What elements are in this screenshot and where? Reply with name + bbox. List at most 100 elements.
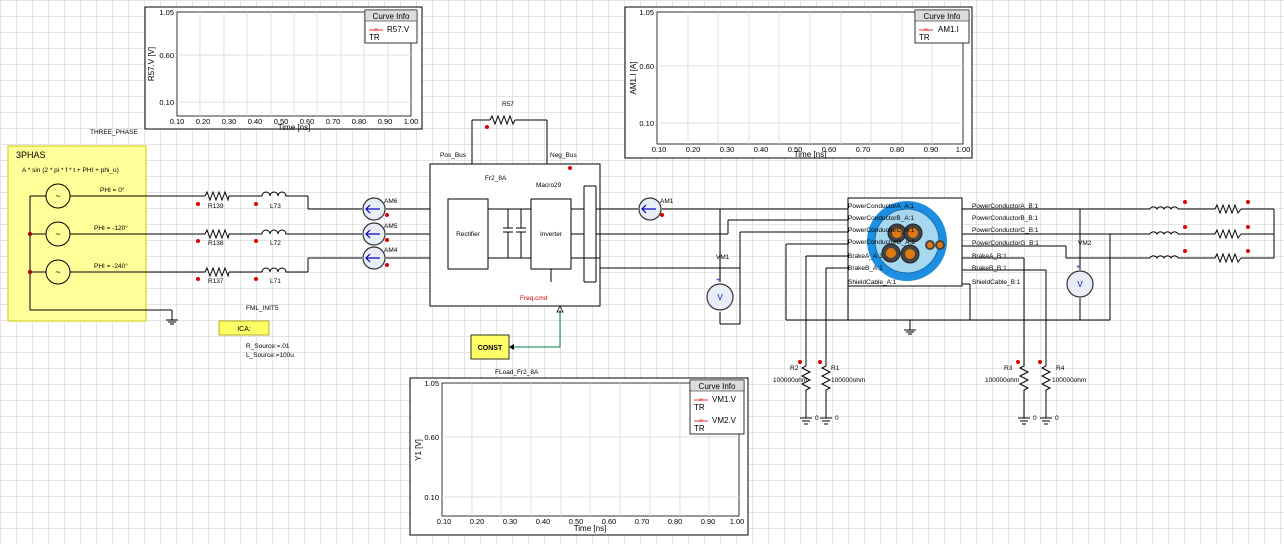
- probe-dot: [1246, 225, 1250, 229]
- cable-port-left: BrakeB_A:1: [848, 265, 883, 272]
- probe-dot: [1183, 225, 1187, 229]
- arrow-icon: [365, 204, 371, 214]
- xtick: 0.20: [686, 145, 701, 154]
- legend-title: Curve Info: [699, 382, 736, 391]
- plot-am1[interactable]: 1.05 0.60 0.10 0.10 0.20 0.30 0.40 0.50 …: [624, 6, 973, 159]
- inductor-label: L72: [270, 240, 281, 247]
- voltmeter-v-icon: V: [1077, 280, 1083, 289]
- xtick: 0.20: [470, 517, 485, 526]
- resistor-r2[interactable]: R2 100000ohm 0: [773, 360, 819, 425]
- arrow-icon: [365, 253, 371, 263]
- xtick: 0.40: [536, 517, 551, 526]
- drive-label: Fr2_8A: [485, 175, 507, 182]
- probe-dot: [568, 166, 572, 170]
- inductor-l72[interactable]: L72: [254, 229, 288, 247]
- ammeter-am6[interactable]: AM6: [362, 197, 398, 221]
- load-inductors[interactable]: [1149, 200, 1187, 260]
- voltmeter-label: VM1: [716, 254, 730, 261]
- const-label: CONST: [478, 345, 503, 352]
- r57-label: R57: [502, 101, 514, 108]
- inductor-l73[interactable]: L73: [254, 191, 288, 210]
- resistor-r57[interactable]: R57: [471, 101, 548, 164]
- conductor-core: [908, 228, 918, 238]
- y-axis-title: R57.V [V]: [147, 47, 156, 81]
- phase-label: PHI = -120°: [94, 224, 128, 232]
- probe-dot: [385, 238, 389, 242]
- plot-am1-legend[interactable]: Curve Info × AM1.I TR: [914, 9, 970, 44]
- ammeter-label: AM5: [384, 223, 398, 230]
- resistor-r1[interactable]: R1 100000ohm 0: [818, 360, 865, 425]
- xtick: 0.70: [635, 517, 650, 526]
- probe-dot: [254, 202, 258, 206]
- ground-node-label: 0: [1033, 415, 1037, 422]
- resistor-value: 100000ohm: [773, 377, 807, 384]
- ammeter-am1[interactable]: AM1: [638, 197, 674, 221]
- probe-dot: [254, 239, 258, 243]
- plot-y1-legend[interactable]: Curve Info × VM1.V TR × VM2.V TR: [689, 379, 745, 435]
- cable-port-right: ShieldCable_B:1: [972, 279, 1021, 286]
- ytick: 0.10: [424, 493, 439, 502]
- plus-icon: +: [716, 277, 720, 284]
- sine-icon: ~: [55, 229, 60, 239]
- legend-item-sub: TR: [694, 424, 705, 433]
- plot-y1[interactable]: 1.05 0.60 0.10 0.10 0.20 0.30 0.40 0.50 …: [409, 377, 749, 536]
- fml-init-title: FML_INIT5: [246, 305, 279, 312]
- x-axis-title: Time [ns]: [794, 150, 827, 159]
- const-block[interactable]: CONST: [470, 334, 510, 360]
- xtick: 0.80: [890, 145, 905, 154]
- ytick: 0.10: [639, 119, 654, 128]
- source-internal-wiring: [29, 195, 178, 325]
- fload-label: FLoad_Fr2_8A: [495, 369, 539, 376]
- xtick: 0.60: [822, 145, 837, 154]
- ground-node-label: 0: [1055, 415, 1059, 422]
- voltmeter-vm1[interactable]: V + VM1: [706, 254, 734, 311]
- plot-y1-area: [441, 382, 740, 517]
- resistor-r138[interactable]: R138: [196, 228, 230, 247]
- x-axis-title: Time [ns]: [278, 123, 311, 132]
- y-axis-title: Y1 [V]: [414, 439, 423, 461]
- xtick: 0.80: [352, 117, 367, 126]
- legend-item: VM2.V: [712, 416, 737, 425]
- ammeter-am4[interactable]: AM4: [362, 246, 398, 270]
- three-phase-source[interactable]: 3PHAS A * sin (2 * pi * f * t + PHI + ph…: [7, 145, 178, 325]
- resistor-r137[interactable]: R137: [196, 266, 230, 285]
- load-resistors[interactable]: [1214, 200, 1250, 264]
- ac-source-icon: [45, 221, 71, 247]
- ytick: 1.05: [639, 8, 654, 17]
- xtick: 0.50: [569, 517, 584, 526]
- phase-label: PHI = -240°: [94, 262, 128, 270]
- inductor-label: L73: [270, 203, 281, 210]
- ac-source-icon: [45, 259, 71, 285]
- resistor-r139[interactable]: R139: [196, 190, 230, 210]
- junction-dot: [28, 270, 32, 274]
- phase-label: PHI = 0°: [100, 186, 125, 194]
- resistor-r4[interactable]: R4 100000ohm 0: [1038, 360, 1086, 425]
- ac-source-icon: [45, 183, 71, 209]
- xtick: 1.00: [404, 117, 419, 126]
- cable-port-right: BrakeB_B:1: [972, 265, 1007, 272]
- plot-r57[interactable]: 1.05 0.60 0.10 0.10 0.20 0.30 0.40 0.50 …: [144, 6, 423, 132]
- xtick: 0.70: [326, 117, 341, 126]
- xtick: 0.10: [170, 117, 185, 126]
- legend-x-marker: ×: [699, 418, 703, 425]
- resistor-r3[interactable]: R3 100000ohm 0: [985, 360, 1037, 425]
- xtick: 0.90: [924, 145, 939, 154]
- conductor-core: [905, 249, 915, 259]
- cable-port-right: PowerConductorB_B:1: [972, 215, 1039, 222]
- plot-r57-legend[interactable]: Curve Info × R57.V TR: [364, 9, 418, 44]
- drive-fr2-8a[interactable]: Fr2_8A Macro29 Rectifier Inverter Freq.c…: [429, 163, 601, 307]
- legend-item-sub: TR: [919, 33, 930, 42]
- rectifier-block: [447, 198, 489, 270]
- junction-dot: [28, 232, 32, 236]
- legend-item: VM1.V: [712, 395, 737, 404]
- probe-dot: [385, 263, 389, 267]
- ammeter-label: AM4: [384, 247, 398, 254]
- probe-dot: [1183, 249, 1187, 253]
- cable-block[interactable]: PowerConductorA_A:1 PowerConductorB_A:1 …: [847, 197, 1039, 287]
- voltmeter-vm2[interactable]: V + VM2: [1066, 240, 1094, 298]
- ica-block[interactable]: ICA:: [218, 320, 270, 336]
- inductor-l71[interactable]: L71: [254, 267, 288, 285]
- ammeter-am5[interactable]: AM5: [362, 222, 398, 246]
